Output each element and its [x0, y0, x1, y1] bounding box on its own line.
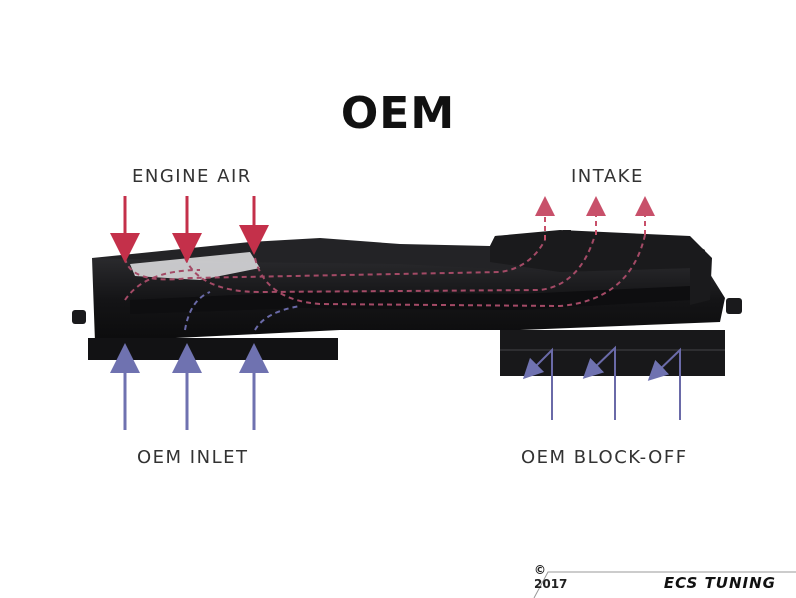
block-arrow-2: [582, 345, 616, 420]
oem-block-off-label: OEM BLOCK-OFF: [521, 447, 688, 468]
oem-inlet-arrows: [110, 343, 269, 430]
brand-logo: ECS TUNING: [663, 574, 776, 592]
airbox-part: [72, 230, 742, 376]
oem-inlet-label: OEM INLET: [137, 447, 249, 468]
airbox-inner-channel: [130, 286, 690, 314]
oem-block-off-arrows: [522, 345, 681, 420]
intake-label: INTAKE: [571, 166, 644, 187]
page-title: OEM: [340, 88, 456, 139]
intake-arrows: [535, 196, 655, 240]
inlet-vent-left: [88, 338, 338, 360]
block-arrow-1: [522, 347, 553, 420]
airbox-light-opening: [130, 252, 260, 280]
footer: © 2017 ECS TUNING: [534, 563, 796, 598]
engine-air-arrows: [110, 196, 269, 263]
copyright-text: © 2017: [534, 563, 568, 591]
engine-air-label: ENGINE AIR: [132, 166, 252, 187]
footer-divider: [533, 571, 796, 598]
airflow-paths: [124, 234, 646, 331]
airbox-intake-housing: [490, 230, 712, 305]
block-arrow-3: [647, 347, 681, 420]
